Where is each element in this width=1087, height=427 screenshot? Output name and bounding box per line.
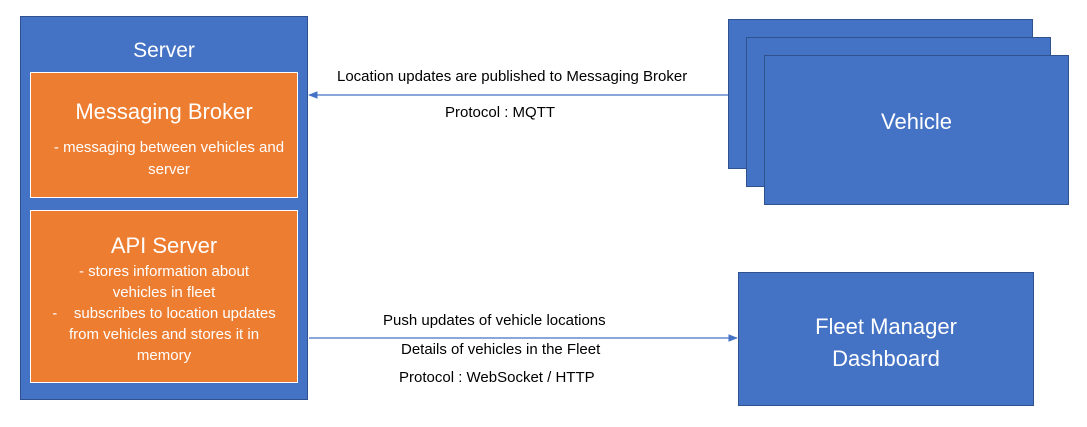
top-connection-label: Location updates are published to Messag…: [337, 68, 688, 85]
bottom-connection-label2: Details of vehicles in the Fleet: [401, 341, 601, 358]
bottom-connection-protocol: Protocol : WebSocket / HTTP: [399, 369, 595, 386]
api-server-line: - subscribes to location updates: [52, 305, 276, 322]
api-server-line: memory: [136, 347, 192, 364]
api-server-title: API Server: [110, 233, 218, 258]
fleet-manager-dashboard-box: Fleet Manager Dashboard: [738, 272, 1034, 406]
top-connection-protocol: Protocol : MQTT: [445, 104, 556, 121]
dashboard-label-line2: Dashboard: [832, 346, 940, 371]
bottom-connection-label1: Push updates of vehicle locations: [383, 312, 606, 329]
dashboard-label: Fleet Manager Dashboard: [739, 311, 1033, 375]
api-server-line: from vehicles and stores it in: [68, 326, 260, 343]
messaging-broker-title: Messaging Broker: [75, 99, 253, 124]
vehicle-box-front: Vehicle: [764, 55, 1069, 205]
dashboard-label-line1: Fleet Manager: [815, 314, 957, 339]
api-server-description: - stores information about vehicles in f…: [37, 261, 291, 366]
vehicle-label: Vehicle: [881, 109, 952, 134]
messaging-broker-description: - messaging between vehicles and server: [53, 139, 285, 178]
api-server-line: - stores information about: [78, 263, 250, 280]
api-server-line: vehicles in fleet: [112, 284, 216, 301]
server-title: Server: [133, 39, 195, 62]
api-server-box: API Server - stores information about ve…: [30, 210, 298, 383]
messaging-broker-box: Messaging Broker - messaging between veh…: [30, 72, 298, 198]
